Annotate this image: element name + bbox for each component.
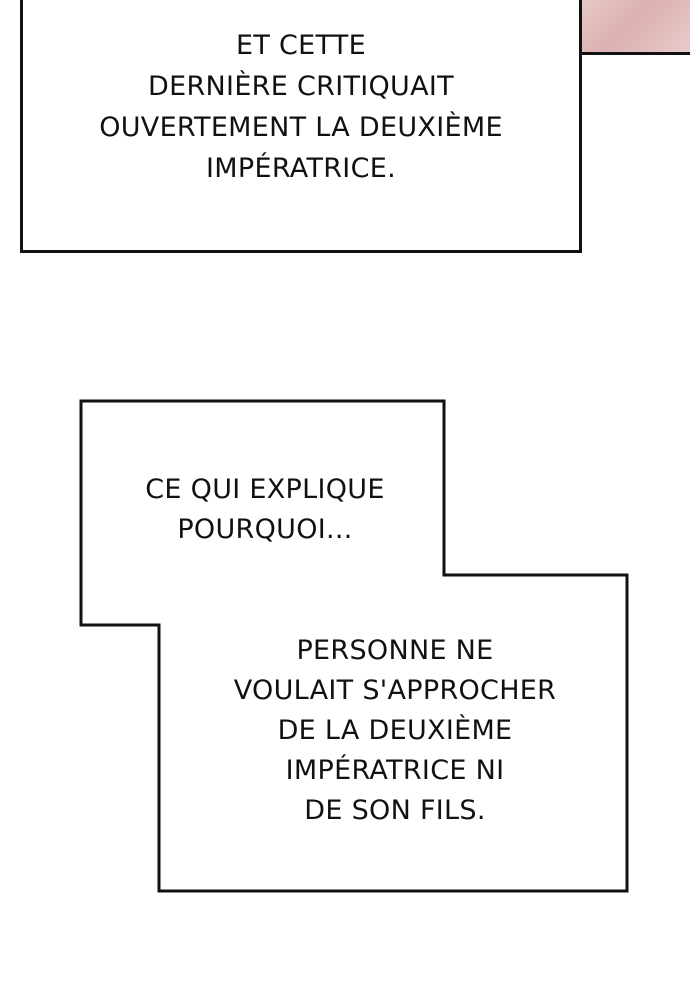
caption-line: POURQUOI... xyxy=(177,514,353,545)
caption-line: OUVERTEMENT LA DEUXIÈME xyxy=(99,112,503,143)
caption-line: IMPÉRATRICE. xyxy=(206,153,396,184)
caption-2-bottom-text: PERSONNE NE VOULAIT S'APPROCHER DE LA DE… xyxy=(190,631,600,831)
caption-line: DE SON FILS. xyxy=(304,795,486,826)
caption-box-1: ET CETTE DERNIÈRE CRITIQUAIT OUVERTEMENT… xyxy=(20,0,582,253)
caption-line: ET CETTE xyxy=(235,30,367,61)
artwork-panel-corner xyxy=(582,0,690,55)
caption-line: IMPÉRATRICE NI xyxy=(285,755,505,786)
caption-line: PERSONNE NE xyxy=(296,635,494,666)
caption-1-text: ET CETTE DERNIÈRE CRITIQUAIT OUVERTEMENT… xyxy=(23,25,579,189)
caption-line: CE QUI EXPLIQUE xyxy=(145,474,385,505)
caption-2-top-text: CE QUI EXPLIQUE POURQUOI... xyxy=(100,470,430,550)
caption-line: VOULAIT S'APPROCHER xyxy=(233,675,557,706)
caption-line: DE LA DEUXIÈME xyxy=(277,715,513,746)
caption-line: DERNIÈRE CRITIQUAIT xyxy=(148,71,454,102)
